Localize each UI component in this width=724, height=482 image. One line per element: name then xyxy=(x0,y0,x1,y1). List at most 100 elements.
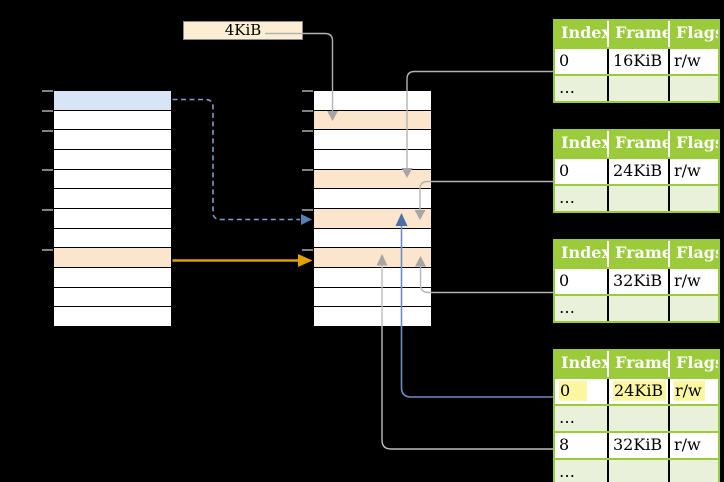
highlight-index: 0 xyxy=(559,381,587,401)
table-row-ellipsis: … xyxy=(555,406,718,431)
address-tick xyxy=(302,209,313,211)
physical-memory-row-0 xyxy=(314,91,431,111)
address-tick xyxy=(302,169,313,172)
cell-index: 0 xyxy=(555,159,609,184)
arrow-virtual-page0-to-frame-24kib-icon xyxy=(172,98,312,225)
address-tick xyxy=(302,90,313,92)
page-table-1: Index Frame Flags 0 16KiB r/w … xyxy=(553,19,720,103)
table-row: 0 16KiB r/w xyxy=(555,49,718,74)
cell-flags: r/w xyxy=(674,271,701,290)
cell-flags xyxy=(670,186,718,211)
header-frame: Frame xyxy=(609,131,670,157)
header-index: Index xyxy=(555,21,609,47)
cell-flags xyxy=(670,76,718,101)
physical-memory-table xyxy=(302,90,432,328)
highlight-frame: 24KiB xyxy=(613,381,667,401)
cell-index: … xyxy=(555,76,609,101)
cell-flags: r/w xyxy=(674,161,701,180)
cell-frame xyxy=(609,76,670,101)
cell-index: … xyxy=(555,460,609,482)
physical-memory-row-9 xyxy=(314,268,431,288)
cell-flags xyxy=(670,296,718,321)
cell-frame xyxy=(609,406,670,431)
table-row-highlighted: 0 24KiB r/w xyxy=(555,379,718,404)
header-flags: Flags xyxy=(676,23,718,42)
header-flags: Flags xyxy=(676,133,718,152)
page-table-4: Index Frame Flags 0 24KiB r/w … 8 32KiB … xyxy=(553,349,720,482)
virtual-memory-row-1 xyxy=(54,111,171,131)
virtual-memory-row-9 xyxy=(54,268,171,288)
frame-size-text: 4KiB xyxy=(224,21,262,39)
header-index: Index xyxy=(555,351,609,377)
table-row-ellipsis: … xyxy=(555,296,718,321)
virtual-memory-row-0 xyxy=(54,91,171,111)
physical-memory-row-5 xyxy=(314,189,431,210)
cell-frame xyxy=(609,460,670,482)
virtual-memory-row-10 xyxy=(54,288,171,308)
virtual-memory-row-2 xyxy=(54,130,171,151)
cell-flags xyxy=(670,406,718,431)
header-flags: Flags xyxy=(676,353,718,372)
virtual-memory-row-7 xyxy=(54,229,171,249)
address-tick xyxy=(42,209,53,211)
physical-memory-row-8 xyxy=(314,248,431,269)
cell-frame: 24KiB xyxy=(609,379,670,404)
cell-frame: 16KiB xyxy=(609,49,670,74)
header-index: Index xyxy=(555,131,609,157)
physical-memory-row-11 xyxy=(314,307,431,328)
physical-memory-row-7 xyxy=(314,229,431,249)
address-tick xyxy=(42,129,53,132)
table-row-ellipsis: … xyxy=(555,460,718,482)
address-tick xyxy=(302,248,313,251)
table-row: 0 24KiB r/w xyxy=(555,159,718,184)
table-row: 0 32KiB r/w xyxy=(555,269,718,294)
cell-index: 8 xyxy=(555,433,609,458)
cell-frame xyxy=(609,296,670,321)
table-row: 8 32KiB r/w xyxy=(555,433,718,458)
cell-index: 0 xyxy=(555,379,609,404)
cell-flags: r/w xyxy=(674,51,701,70)
header-flags: Flags xyxy=(676,243,718,262)
address-tick xyxy=(42,109,53,112)
virtual-memory-row-8 xyxy=(54,248,171,269)
page-table-1-header: Index Frame Flags xyxy=(555,21,718,47)
highlight-flags: r/w xyxy=(674,381,705,401)
cell-flags: r/w xyxy=(670,379,718,404)
virtual-memory-table xyxy=(42,90,172,328)
physical-memory-row-3 xyxy=(314,150,431,170)
address-tick xyxy=(302,129,313,132)
header-frame: Frame xyxy=(609,241,670,267)
page-table-4-header: Index Frame Flags xyxy=(555,351,718,377)
table-row-ellipsis: … xyxy=(555,76,718,101)
cell-frame xyxy=(609,186,670,211)
cell-index: … xyxy=(555,186,609,211)
cell-index: 0 xyxy=(555,49,609,74)
cell-index: … xyxy=(555,406,609,431)
cell-frame: 32KiB xyxy=(609,269,670,294)
cell-flags xyxy=(670,460,718,482)
header-frame: Frame xyxy=(609,351,670,377)
header-frame: Frame xyxy=(609,21,670,47)
physical-memory-row-1 xyxy=(314,110,431,131)
header-index: Index xyxy=(555,241,609,267)
address-tick xyxy=(42,169,53,172)
physical-memory-row-4 xyxy=(314,169,431,190)
virtual-memory-row-5 xyxy=(54,189,171,210)
page-table-3-header: Index Frame Flags xyxy=(555,241,718,267)
physical-memory-row-6 xyxy=(314,209,431,229)
virtual-memory-row-11 xyxy=(54,307,171,328)
physical-memory-row-2 xyxy=(314,130,431,151)
frame-size-label: 4KiB xyxy=(183,21,303,40)
address-tick xyxy=(302,109,313,112)
cell-index: … xyxy=(555,296,609,321)
cell-frame: 32KiB xyxy=(609,433,670,458)
page-table-2: Index Frame Flags 0 24KiB r/w … xyxy=(553,129,720,213)
address-tick xyxy=(42,248,53,251)
arrow-virtual-page32-to-frame-32kib-icon xyxy=(172,254,313,267)
page-table-3: Index Frame Flags 0 32KiB r/w … xyxy=(553,239,720,323)
address-tick xyxy=(42,90,53,92)
virtual-memory-row-3 xyxy=(54,150,171,170)
virtual-memory-row-4 xyxy=(54,170,171,190)
table-row-ellipsis: … xyxy=(555,186,718,211)
